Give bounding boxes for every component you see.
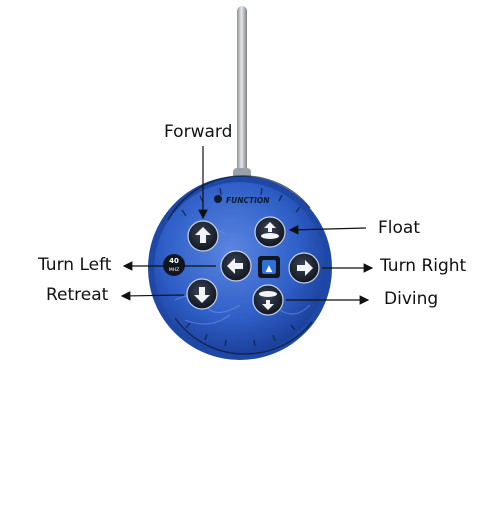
- arrow-right-icon: [297, 260, 313, 276]
- frequency-value: 40: [169, 257, 179, 265]
- callout-lines: [120, 146, 374, 305]
- turn-right-button[interactable]: [288, 252, 320, 284]
- float-up-icon: [264, 222, 276, 232]
- label-turn-left: Turn Left: [38, 255, 112, 275]
- label-diving: Diving: [384, 289, 439, 309]
- float-callout: [288, 224, 367, 235]
- label-float: Float: [378, 218, 420, 238]
- label-turn-right: Turn Right: [380, 256, 467, 276]
- retreat-callout: [120, 291, 185, 301]
- arrow-up-icon: [195, 227, 211, 243]
- frequency-unit: MHZ: [169, 267, 179, 273]
- arrow-left-icon: [227, 258, 243, 274]
- function-label: FUNCTION: [226, 196, 270, 205]
- frequency-badge: 40 MHZ: [163, 254, 185, 276]
- antenna: [233, 6, 251, 184]
- diving-button[interactable]: [252, 284, 284, 316]
- mode-icon: ▲: [266, 264, 273, 274]
- label-forward: Forward: [164, 122, 233, 142]
- dive-down-icon: [262, 300, 274, 310]
- label-retreat: Retreat: [46, 285, 109, 305]
- arrow-down-icon: [194, 287, 210, 303]
- retreat-button[interactable]: [186, 278, 218, 310]
- center-mode-button[interactable]: ▲: [258, 256, 280, 278]
- forward-button[interactable]: [187, 220, 219, 252]
- float-button[interactable]: [254, 216, 286, 248]
- function-dot: [214, 195, 222, 203]
- turn-left-button[interactable]: [220, 250, 252, 282]
